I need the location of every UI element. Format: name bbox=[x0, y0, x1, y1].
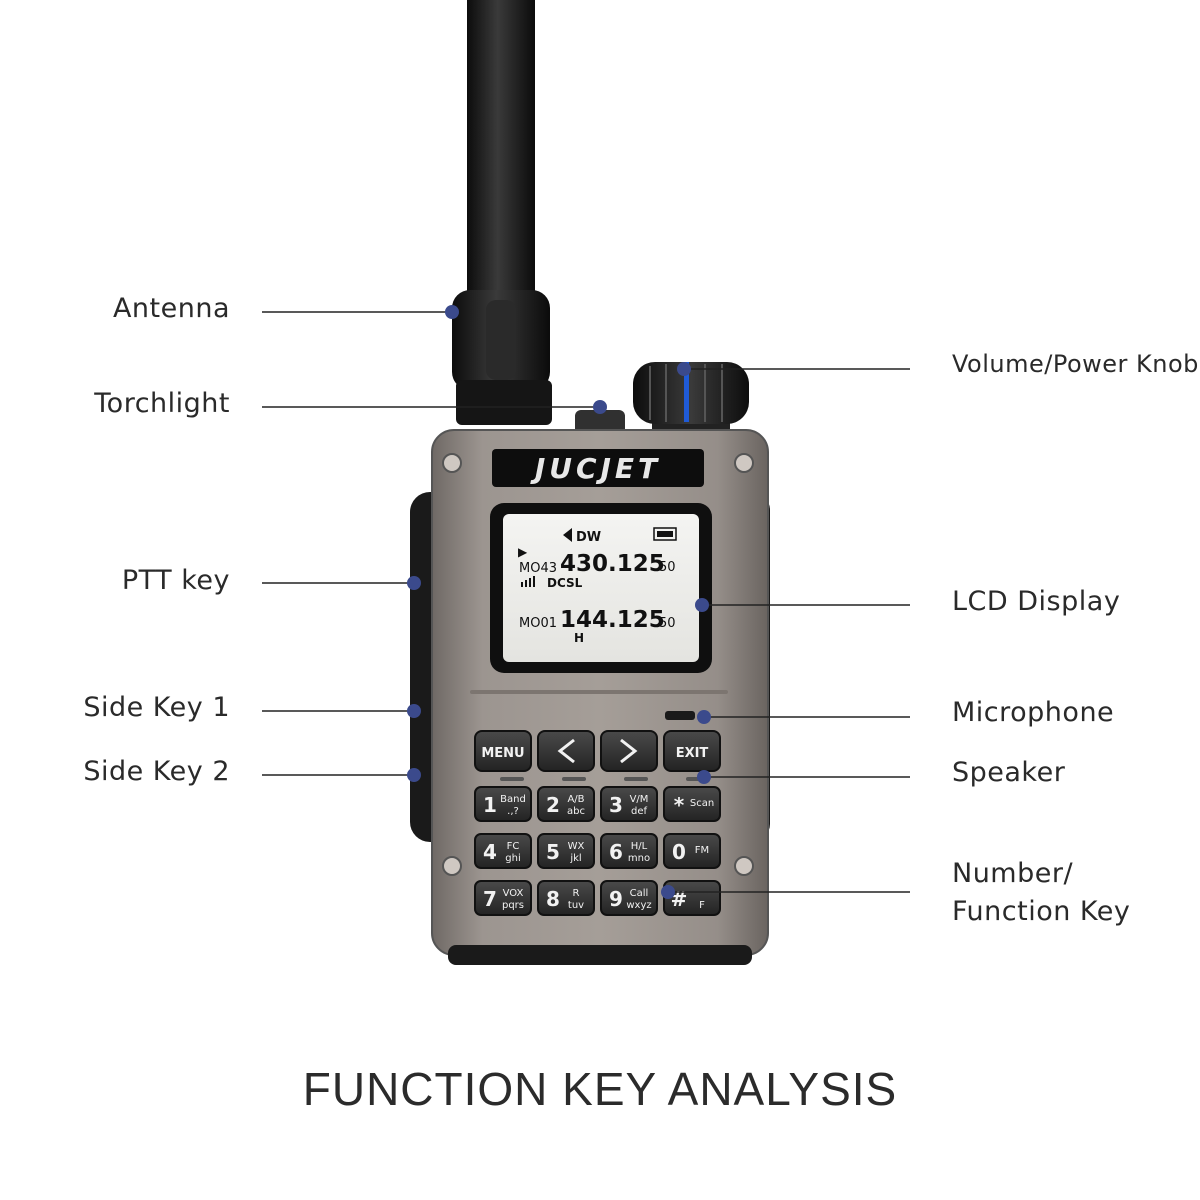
lcd-power-b: H bbox=[574, 631, 584, 645]
signal-icon bbox=[521, 576, 535, 587]
key-top-label: WX bbox=[568, 841, 585, 852]
exit-key[interactable]: EXIT bbox=[663, 730, 721, 772]
key-number: 7 bbox=[483, 887, 497, 911]
key-number: 9 bbox=[609, 887, 623, 911]
lcd-frequency-a: 430.125 bbox=[560, 551, 665, 577]
key-bottom-label: def bbox=[631, 806, 648, 817]
key-bottom-label: ghi bbox=[505, 853, 520, 864]
svg-text:MENU: MENU bbox=[481, 746, 524, 761]
key-top-label: V/M bbox=[630, 794, 649, 805]
key-top-label: H/L bbox=[631, 841, 648, 852]
key-top-label: Scan bbox=[690, 798, 714, 809]
key-number: 3 bbox=[609, 793, 623, 817]
label-volume-power-knob: Volume/Power Knob bbox=[952, 350, 1199, 378]
torchlight-marker bbox=[593, 400, 607, 414]
key-hash[interactable]: #F bbox=[663, 880, 721, 916]
lcd-arrow: ▶ bbox=[518, 545, 528, 559]
right-arrow-key[interactable] bbox=[600, 730, 658, 772]
key-number: 1 bbox=[483, 793, 497, 817]
key-top-label: Call bbox=[630, 888, 649, 899]
label-lcd-display: LCD Display bbox=[952, 586, 1121, 617]
side-key-1-marker bbox=[407, 704, 421, 718]
key-top-label: Band bbox=[500, 794, 526, 805]
key-0[interactable]: 0 FM bbox=[663, 833, 721, 869]
knob-marker bbox=[677, 362, 691, 376]
key-top-label: FC bbox=[507, 841, 520, 852]
antenna bbox=[452, 0, 552, 425]
key-number: * bbox=[674, 793, 685, 817]
svg-text:EXIT: EXIT bbox=[676, 746, 709, 761]
label-antenna: Antenna bbox=[112, 293, 230, 324]
page-title: FUNCTION KEY ANALYSIS bbox=[302, 1063, 898, 1115]
label-ptt-key: PTT key bbox=[121, 565, 230, 596]
antenna-marker bbox=[445, 305, 459, 319]
microphone-hole bbox=[665, 711, 695, 720]
lcd-marker bbox=[695, 598, 709, 612]
label-torchlight: Torchlight bbox=[94, 388, 230, 419]
key-number: 6 bbox=[609, 840, 623, 864]
key-number: 4 bbox=[483, 840, 497, 864]
number-key-marker bbox=[661, 885, 675, 899]
key-top-label: R bbox=[573, 888, 580, 899]
brand-logo: JUCJET bbox=[530, 452, 661, 485]
lcd-channel-a: MO43 bbox=[519, 561, 557, 576]
key-bottom-label: mno bbox=[628, 853, 650, 864]
lcd-mode: DW bbox=[576, 530, 601, 545]
lcd-step-a: 50 bbox=[659, 560, 676, 575]
key-top-label: FM bbox=[695, 845, 709, 856]
key-bottom-label: abc bbox=[567, 806, 585, 817]
left-arrow-key[interactable] bbox=[537, 730, 595, 772]
battery-icon bbox=[653, 527, 677, 541]
speaker-icon bbox=[563, 528, 572, 542]
lcd-screen bbox=[503, 514, 699, 662]
menu-key[interactable]: MENU bbox=[474, 730, 532, 772]
key-bottom-label: tuv bbox=[568, 900, 584, 911]
screw bbox=[442, 453, 462, 473]
volume-power-knob bbox=[633, 362, 749, 435]
label-microphone: Microphone bbox=[952, 697, 1115, 728]
key-top-label: A/B bbox=[567, 794, 584, 805]
screw bbox=[734, 453, 754, 473]
key-bottom-label: .,? bbox=[507, 806, 519, 817]
label-speaker: Speaker bbox=[952, 757, 1066, 788]
key-bottom-label: wxyz bbox=[626, 900, 651, 911]
screw bbox=[442, 856, 462, 876]
key-bottom-label: jkl bbox=[569, 853, 581, 864]
key-top-label: VOX bbox=[503, 888, 524, 899]
lcd-signal-a: DCSL bbox=[547, 576, 583, 590]
screw bbox=[734, 856, 754, 876]
side-key-2-marker bbox=[407, 768, 421, 782]
key-bottom-label: pqrs bbox=[502, 900, 524, 911]
speaker-marker bbox=[697, 770, 711, 784]
key-star[interactable]: * Scan bbox=[663, 786, 721, 822]
lcd-step-b: 50 bbox=[659, 616, 676, 631]
label-side-key-1: Side Key 1 bbox=[83, 692, 230, 723]
label-side-key-2: Side Key 2 bbox=[83, 756, 230, 787]
brand-plate bbox=[492, 449, 704, 487]
microphone-marker bbox=[697, 710, 711, 724]
key-bottom-label: F bbox=[699, 900, 705, 911]
key-number: 2 bbox=[546, 793, 560, 817]
lcd-frequency-b: 144.125 bbox=[560, 607, 665, 633]
label-number-key-line2: Function Key bbox=[952, 896, 1131, 927]
key-number: 5 bbox=[546, 840, 560, 864]
ptt-key-marker bbox=[407, 576, 421, 590]
label-number-key-line1: Number/ bbox=[952, 858, 1074, 889]
key-number: 8 bbox=[546, 887, 560, 911]
key-number: 0 bbox=[672, 840, 686, 864]
lcd-channel-b: MO01 bbox=[519, 616, 557, 631]
